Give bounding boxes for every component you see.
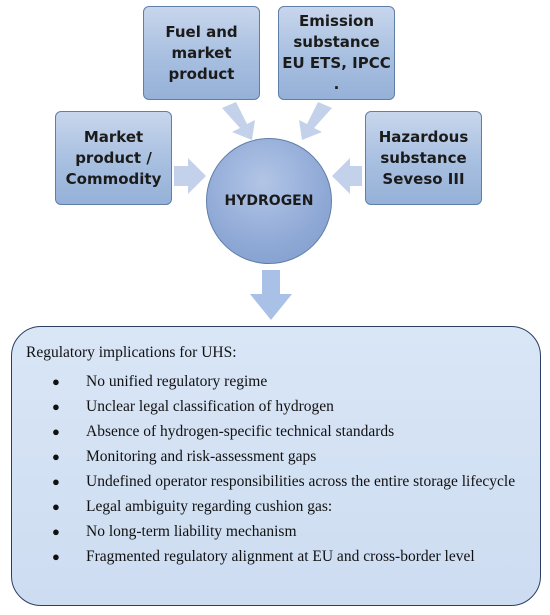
category-line: market [171, 43, 232, 62]
hub-label: HYDROGEN [224, 193, 314, 209]
list-item-text: Fragmented regulatory alignment at EU an… [86, 548, 475, 565]
implications-list: ● No unified regulatory regime ● Unclear l… [50, 369, 520, 569]
arrow-hub-to-panel [250, 270, 292, 320]
arrow-market-to-hub [174, 158, 206, 194]
list-item-text: Undefined operator responsibilities acro… [86, 473, 516, 490]
bullet-icon: ● [52, 524, 60, 539]
list-item: ● Unclear legal classification of hydroge… [50, 394, 520, 419]
arrow-hazard-to-hub [332, 158, 362, 194]
implications-panel: Regulatory implications for UHS: ● No uni… [11, 326, 541, 606]
category-line: Emission [299, 12, 374, 30]
bullet-icon: ● [52, 449, 60, 464]
category-line: EU ETS, IPCC . [282, 54, 391, 93]
hydrogen-hub: HYDROGEN [206, 138, 332, 264]
list-item: ● Fragmented regulatory alignment at EU a… [50, 544, 520, 569]
list-item-text: Absence of hydrogen-specific technical s… [86, 423, 395, 440]
category-line: substance [293, 33, 380, 51]
category-line: Market [83, 127, 144, 146]
list-item-text: No unified regulatory regime [86, 373, 268, 390]
category-line: product [168, 64, 235, 83]
category-line: Seveso III [382, 169, 465, 188]
arrow-emission-to-hub [299, 102, 332, 140]
category-market-commodity: Market product / Commodity [55, 111, 172, 205]
category-emission-substance: Emission substance EU ETS, IPCC . [278, 6, 395, 100]
list-item: ● Legal ambiguity regarding cushion gas: [50, 494, 520, 519]
bullet-icon: ● [52, 374, 60, 389]
bullet-icon: ● [52, 499, 60, 514]
list-item-text: Unclear legal classification of hydrogen [86, 398, 334, 415]
list-item: ● No unified regulatory regime [50, 369, 520, 394]
list-item: ● Undefined operator responsibilities acr… [50, 469, 520, 494]
category-line: Hazardous [378, 127, 469, 146]
list-item: ● No long-term liability mechanism [50, 519, 520, 544]
list-item-text: Monitoring and risk-assessment gaps [86, 448, 317, 465]
implications-heading: Regulatory implications for UHS: [26, 344, 237, 361]
list-item: ● Absence of hydrogen-specific technical … [50, 419, 520, 444]
bullet-icon: ● [52, 549, 60, 564]
bullet-icon: ● [52, 474, 60, 489]
bullet-icon: ● [52, 399, 60, 414]
category-hazardous-substance: Hazardous substance Seveso III [365, 111, 482, 205]
category-line: product / [75, 148, 152, 167]
list-item: ● Monitoring and risk-assessment gaps [50, 444, 520, 469]
category-line: substance [380, 148, 467, 167]
category-fuel-market-product: Fuel and market product [143, 6, 260, 100]
category-line: Commodity [65, 169, 162, 188]
category-line: Fuel and [165, 22, 238, 41]
list-item-text: No long-term liability mechanism [86, 523, 297, 540]
list-item-text: Legal ambiguity regarding cushion gas: [86, 498, 333, 515]
arrow-fuel-to-hub [222, 102, 255, 140]
bullet-icon: ● [52, 424, 60, 439]
